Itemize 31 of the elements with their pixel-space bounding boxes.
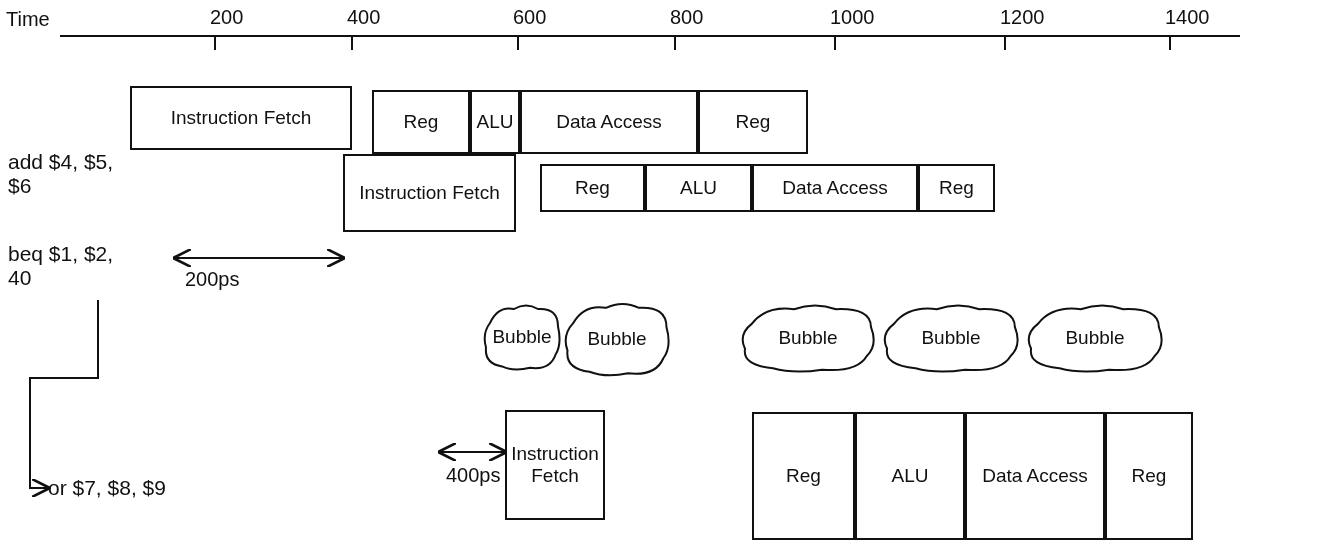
tick-label: 1200 (1000, 6, 1045, 29)
stage-box: Reg (752, 412, 855, 540)
stage-box: Reg (372, 90, 470, 154)
stage-box: Instruction Fetch (505, 410, 605, 520)
stage-box: Instruction Fetch (130, 86, 352, 150)
tick-label: 600 (513, 6, 547, 29)
tick-label: 1400 (1165, 6, 1210, 29)
instruction-text: or $7, $8, $9 (48, 466, 218, 510)
stage-box: Instruction Fetch (343, 154, 516, 232)
stage-box: Reg (1105, 412, 1193, 540)
instruction-text: add $4, $5, $6 (8, 140, 128, 208)
tick-label: 800 (670, 6, 704, 29)
bubble-cloud: Bubble (482, 302, 562, 372)
stage-box: Reg (540, 164, 645, 212)
stage-box: ALU (855, 412, 965, 540)
stage-box: Data Access (752, 164, 918, 212)
stage-box: Data Access (965, 412, 1105, 540)
stage-box: Reg (698, 90, 808, 154)
stage-box: Data Access (520, 90, 698, 154)
stage-box: Reg (918, 164, 995, 212)
axis-title: Time (6, 8, 50, 31)
tick-label: 1000 (830, 6, 875, 29)
stage-box: ALU (470, 90, 520, 154)
stage-box: ALU (645, 164, 752, 212)
instruction-text: beq $1, $2, 40 (8, 232, 128, 300)
tick-label: 200 (210, 6, 244, 29)
duration-label: 200ps (185, 268, 240, 291)
tick-label: 400 (347, 6, 381, 29)
bubble-cloud: Bubble (562, 300, 672, 378)
arrow (29, 299, 99, 499)
duration-label: 400ps (446, 464, 501, 487)
